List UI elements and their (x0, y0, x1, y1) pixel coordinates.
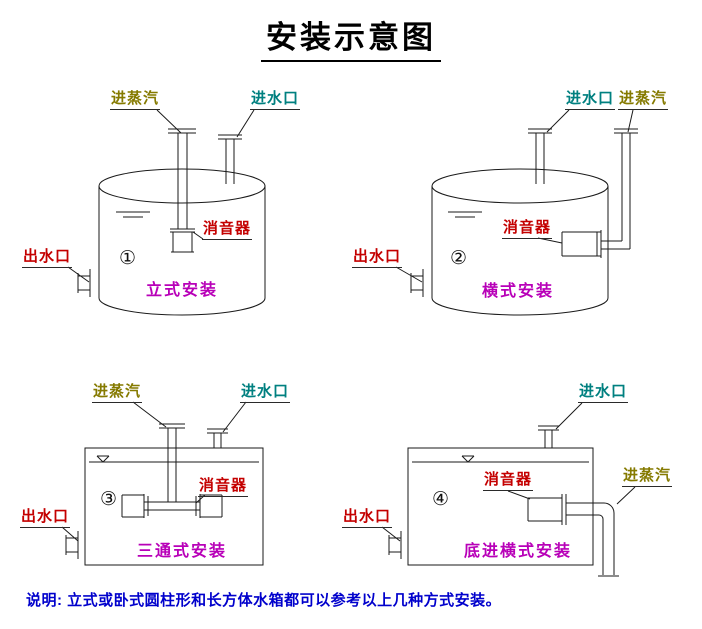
page-title: 安装示意图 (261, 12, 441, 62)
d4-number: ④ (432, 489, 450, 510)
tank2-body (431, 186, 609, 316)
tank3-water-level (89, 455, 259, 463)
tank3-body (84, 447, 264, 566)
diagram-3-tee-install-drawing (61, 401, 264, 566)
diagram-4-bottom-in-install-drawing (381, 402, 636, 577)
d4-muffler-label: 消音器 (483, 471, 534, 492)
tank1-outlet-pipe (77, 269, 91, 297)
d2-muffler-label: 消音器 (502, 219, 553, 240)
tank3-leader-lines (61, 401, 247, 542)
tank4-outlet-pipe (388, 531, 402, 559)
tank1-steam-pipe (168, 128, 196, 229)
tank4-water-level (412, 455, 589, 463)
tank4-body (407, 447, 594, 566)
tank1-water-level (116, 211, 150, 218)
tank2-top-rim (431, 168, 609, 204)
tank2-outlet-pipe (410, 269, 424, 297)
d4-water-inlet-label: 进水口 (578, 383, 629, 404)
tank1-leader-lines (67, 109, 255, 283)
tank2-water-inlet-pipe (528, 128, 552, 184)
tank2-water-level (448, 211, 482, 218)
d3-muffler-label: 消音器 (198, 477, 249, 498)
d3-install-name: 三通式安装 (137, 543, 228, 560)
d1-number: ① (119, 248, 137, 269)
d2-install-name: 横式安装 (482, 283, 555, 300)
d4-water-outlet-label: 出水口 (342, 508, 393, 529)
d3-water-outlet-label: 出水口 (20, 508, 71, 529)
tank2-leader-lines (395, 109, 634, 283)
tank4-muffler (527, 494, 567, 525)
d2-steam-inlet-label: 进蒸汽 (618, 90, 669, 111)
d1-steam-inlet-label: 进蒸汽 (110, 90, 161, 111)
d3-steam-inlet-label: 进蒸汽 (92, 383, 143, 404)
tank3-water-inlet-pipe (207, 428, 228, 448)
d2-water-outlet-label: 出水口 (352, 248, 403, 269)
tank1-water-inlet-pipe (218, 134, 242, 184)
diagram-1-vertical-install-drawing (67, 109, 266, 316)
tank3-muffler-right (195, 494, 223, 518)
tank2-muffler (561, 230, 602, 258)
tank3-outlet-pipe (65, 531, 79, 559)
note-text: 说明: 立式或卧式圆柱形和长方体水箱都可以参考以上几种方式安装。 (26, 592, 502, 609)
tank1-top-rim (98, 168, 266, 204)
tank2-steam-pipe (601, 128, 638, 250)
d1-install-name: 立式安装 (146, 282, 219, 299)
d2-water-inlet-label: 进水口 (565, 90, 616, 111)
tank4-leader-lines (381, 402, 636, 542)
d1-water-inlet-label: 进水口 (250, 90, 301, 111)
tank1-muffler (170, 228, 195, 253)
tank3-muffler-left (121, 494, 149, 518)
tank1-body (98, 186, 266, 316)
tank3-tee-pipe (144, 501, 200, 511)
tank4-water-inlet-pipe (538, 425, 559, 448)
d1-water-outlet-label: 出水口 (22, 248, 73, 269)
d4-install-name: 底进横式安装 (464, 543, 573, 560)
tank3-steam-pipe (159, 423, 185, 502)
diagram-2-horizontal-install-drawing (395, 109, 638, 316)
d3-number: ③ (100, 489, 118, 510)
d3-water-inlet-label: 进水口 (240, 383, 291, 404)
d1-muffler-label: 消音器 (202, 220, 253, 241)
d4-steam-inlet-label: 进蒸汽 (622, 467, 673, 488)
d2-number: ② (450, 248, 468, 269)
tank4-steam-pipe (566, 502, 619, 577)
